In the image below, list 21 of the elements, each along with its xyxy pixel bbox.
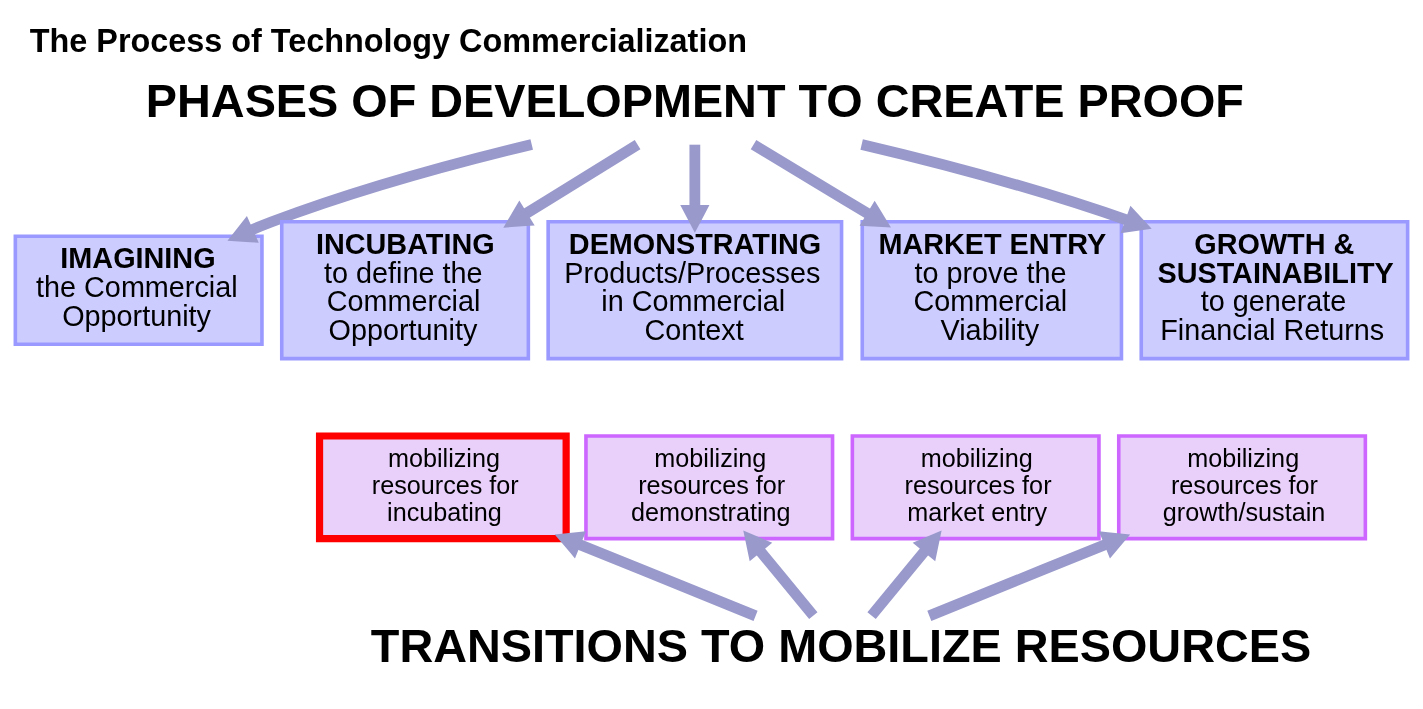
node-box: mobilizing resources for incubating bbox=[315, 431, 570, 542]
node-box: IMAGINING the Commercial Opportunity bbox=[13, 233, 264, 346]
node-box: GROWTH & SUSTAINABILITY to generate Financial Returns bbox=[1139, 219, 1410, 360]
arrow bbox=[860, 138, 1152, 233]
arrow bbox=[554, 530, 758, 621]
arrow bbox=[750, 139, 891, 228]
node-box: MARKET ENTRY to prove the Commercial Viability bbox=[860, 219, 1124, 360]
node-box: mobilizing resources for growth/sustain bbox=[1116, 433, 1368, 540]
node-box: mobilizing resources for demonstrating bbox=[584, 433, 835, 540]
node-box: DEMONSTRATING Products/Processes in Commercial Context bbox=[546, 219, 844, 360]
arrow bbox=[743, 529, 818, 619]
node-box: INCUBATING to define the Commercial Opportunity bbox=[279, 219, 531, 360]
arrow bbox=[503, 139, 641, 228]
arrow bbox=[680, 144, 710, 233]
arrow bbox=[867, 529, 942, 619]
arrow bbox=[927, 530, 1131, 621]
node-text: PHASES OF DEVELOPMENT TO CREATE PROOF bbox=[145, 74, 1244, 127]
diagram-title: The Process of Technology Commercialization bbox=[29, 22, 747, 59]
node-box: mobilizing resources for market entry bbox=[850, 433, 1101, 540]
arrow bbox=[227, 138, 533, 243]
node-text: TRANSITIONS TO MOBILIZE RESOURCES bbox=[370, 619, 1312, 672]
